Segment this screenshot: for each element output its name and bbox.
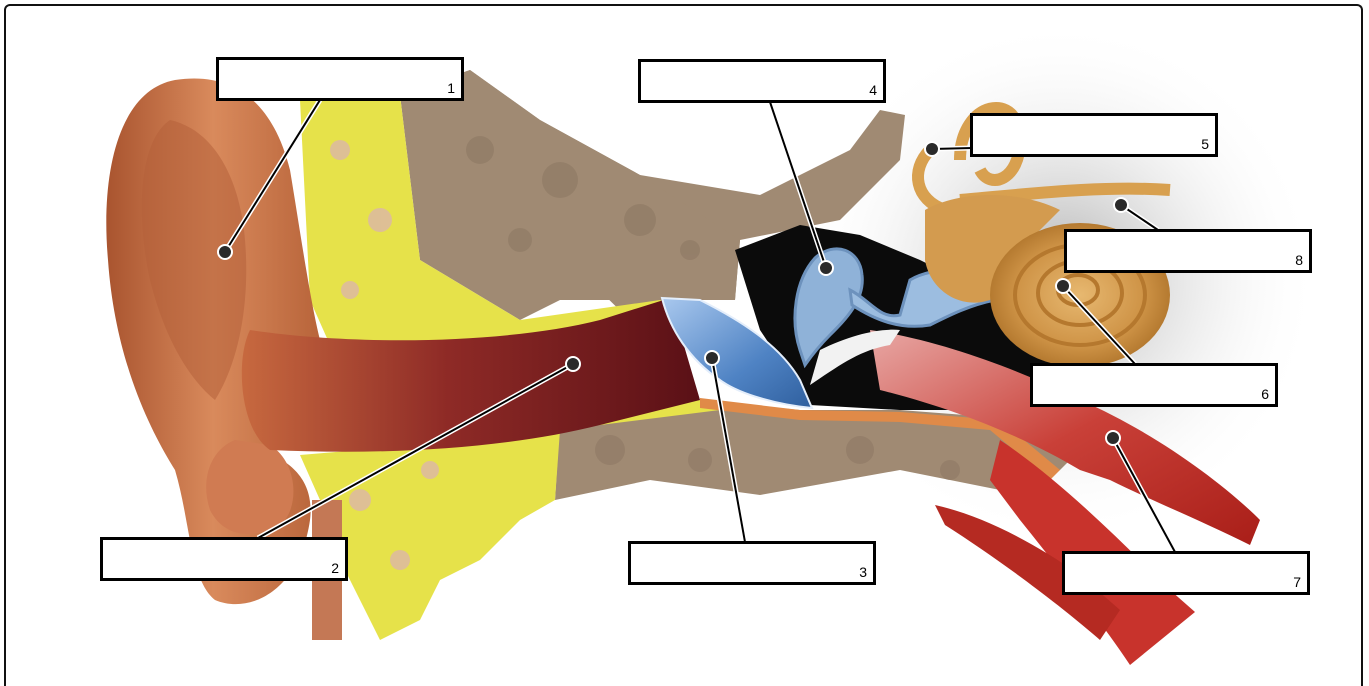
- leader-dot-3: [705, 351, 719, 365]
- leader-dot-4: [819, 261, 833, 275]
- label-box-8[interactable]: 8: [1064, 229, 1312, 273]
- label-number-5: 5: [1201, 136, 1209, 152]
- leader-dot-5: [925, 142, 939, 156]
- label-box-1[interactable]: 1: [216, 57, 464, 101]
- label-box-7[interactable]: 7: [1062, 551, 1310, 595]
- label-number-2: 2: [331, 560, 339, 576]
- earlobe-tragus: [206, 440, 293, 534]
- leader-dot-7: [1106, 431, 1120, 445]
- label-box-4[interactable]: 4: [638, 59, 886, 103]
- label-number-7: 7: [1293, 574, 1301, 590]
- label-number-4: 4: [869, 82, 877, 98]
- label-number-8: 8: [1295, 252, 1303, 268]
- leader-dot-6: [1056, 279, 1070, 293]
- leader-dot-8: [1114, 198, 1128, 212]
- leader-dot-1: [218, 245, 232, 259]
- label-box-3[interactable]: 3: [628, 541, 876, 585]
- label-number-1: 1: [447, 80, 455, 96]
- label-number-6: 6: [1261, 386, 1269, 402]
- label-box-2[interactable]: 2: [100, 537, 348, 581]
- leader-dot-2: [566, 357, 580, 371]
- label-box-5[interactable]: 5: [970, 113, 1218, 157]
- label-number-3: 3: [859, 564, 867, 580]
- label-box-6[interactable]: 6: [1030, 363, 1278, 407]
